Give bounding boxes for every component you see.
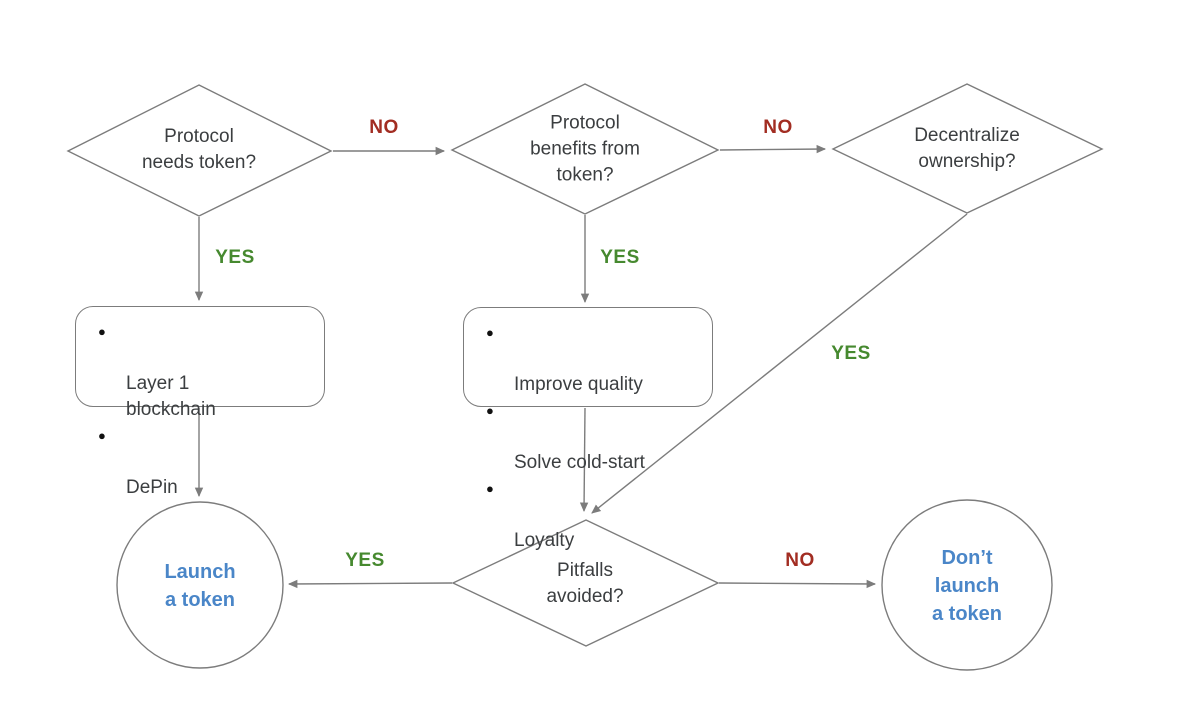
- bullet-icon: ●: [98, 324, 106, 339]
- edge-label-yes-3: YES: [831, 343, 871, 364]
- list-item: ● Improve quality: [478, 320, 704, 398]
- label-pitfalls-avoided: Pitfalls avoided?: [546, 560, 624, 607]
- edge-label-yes-2: YES: [600, 247, 640, 268]
- bullet-icon: ●: [486, 481, 494, 496]
- edge-label-yes-4: YES: [345, 550, 385, 571]
- decision-protocol-benefits-from-token: [450, 83, 720, 215]
- box-benefits-examples: ● Improve quality ● Solve cold-start ● L…: [463, 307, 713, 551]
- terminal-launch-a-token-circle: [116, 501, 284, 669]
- label-protocol-needs-token: Protocol needs token?: [141, 126, 257, 173]
- terminal-dont-launch-a-token-circle: [881, 499, 1053, 671]
- list-item-label: Solve cold-start: [514, 452, 645, 473]
- edge-pitfalls-no: [718, 579, 877, 589]
- edge-label-no-1: NO: [369, 117, 399, 138]
- label-decentralize-ownership: Decentralize ownership?: [914, 125, 1020, 172]
- label-launch-a-token: Launch a token: [164, 561, 236, 611]
- bullet-icon: ●: [486, 403, 494, 418]
- edge-benefits-no: [719, 144, 827, 154]
- needs-token-examples-list: ● Layer 1 blockchain ● DePin: [76, 307, 324, 501]
- list-item: ● Solve cold-start: [478, 398, 704, 476]
- list-item-label: Layer 1 blockchain: [126, 373, 216, 420]
- label-dont-launch-a-token: Don’t launch a token: [931, 547, 1003, 625]
- label-protocol-benefits-from-token: Protocol benefits from token?: [530, 112, 640, 185]
- list-item: ● Loyalty: [478, 476, 704, 554]
- box-needs-token-examples: ● Layer 1 blockchain ● DePin: [75, 306, 325, 498]
- list-item-label: Loyalty: [514, 530, 575, 551]
- list-item-label: DePin: [126, 477, 178, 498]
- list-item: ● Layer 1 blockchain: [90, 319, 316, 423]
- decision-decentralize-ownership: [831, 83, 1104, 214]
- edge-examples-to-pitfalls: [579, 407, 589, 513]
- edge-label-no-2: NO: [763, 117, 793, 138]
- edge-label-no-3: NO: [785, 550, 815, 571]
- decision-protocol-needs-token: [66, 84, 333, 217]
- bullet-icon: ●: [98, 428, 106, 443]
- edge-label-yes-1: YES: [215, 247, 255, 268]
- decision-pitfalls-avoided: [451, 519, 720, 647]
- bullet-icon: ●: [486, 325, 494, 340]
- list-item: ● DePin: [90, 423, 316, 501]
- benefits-examples-list: ● Improve quality ● Solve cold-start ● L…: [464, 308, 712, 554]
- list-item-label: Improve quality: [514, 374, 643, 395]
- edge-pitfalls-yes: [287, 579, 453, 589]
- edge-decentralize-yes: [591, 213, 968, 514]
